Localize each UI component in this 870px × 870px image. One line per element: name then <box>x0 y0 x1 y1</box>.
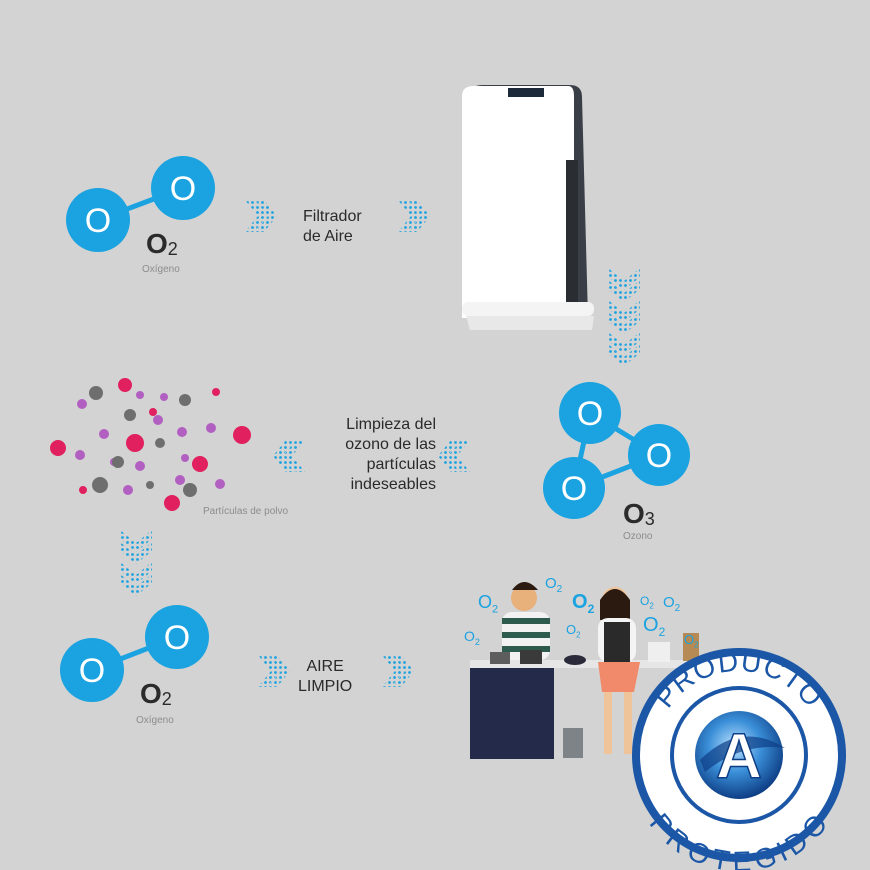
air-filter-label: Filtrador de Aire <box>303 207 362 247</box>
ozone-cleaning-label: Limpieza del ozono de las partículas ind… <box>316 415 436 495</box>
formula-subscript: 2 <box>161 689 172 709</box>
clean-air-label-line: LIMPIO <box>298 678 353 695</box>
clean-air-label-line: AIRE <box>306 658 344 675</box>
o2-formula: O2 <box>146 228 178 260</box>
ozone-caption: Ozono <box>623 531 653 542</box>
o2-formula: O2 <box>140 678 172 710</box>
ozone-label-line: partículas <box>366 456 436 473</box>
floating-o2-symbol: O2 <box>640 594 654 611</box>
molecule-letter: O <box>170 170 196 208</box>
floating-o2-symbol: O2 <box>572 591 595 616</box>
o2-molecule-icon: O O <box>66 156 215 252</box>
o3-formula: O3 <box>623 498 655 530</box>
air-filter-label-line: de Aire <box>303 228 353 245</box>
air-filter-label-line: Filtrador <box>303 208 362 225</box>
badge-letter: A <box>716 720 762 792</box>
floating-o2-symbol: O2 <box>684 632 699 650</box>
floating-o2-symbol: O2 <box>478 592 499 616</box>
ozone-label-line: Limpieza del <box>346 416 436 433</box>
dust-particles-caption: Partículas de polvo <box>203 506 289 517</box>
formula-subscript: 3 <box>644 509 655 529</box>
floating-o2-symbol: O2 <box>545 575 563 595</box>
o3-molecule-icon: O O O <box>543 382 690 519</box>
molecule-letter: O <box>164 619 190 657</box>
molecule-letter: O <box>646 437 672 475</box>
o2-molecule-icon: O O <box>60 605 209 702</box>
molecule-letter: O <box>577 395 603 433</box>
molecule-letter: O <box>561 470 587 508</box>
floating-o2-symbol: O2 <box>566 622 581 640</box>
kitchen-scene-icon <box>470 582 700 759</box>
floating-o2-symbol: O2 <box>464 628 480 647</box>
floating-o2-symbol: O2 <box>643 614 666 639</box>
dust-particles-icon <box>50 378 251 511</box>
ozone-label-line: ozono de las <box>345 436 436 453</box>
formula-symbol: O <box>146 228 168 259</box>
badge-icon: PRODUCTO PROTEGIDO A <box>632 646 846 870</box>
air-purifier-icon <box>462 85 594 330</box>
oxygen-caption: Oxígeno <box>136 715 174 726</box>
floating-o2-symbol: O2 <box>663 594 681 614</box>
chevron-arrow-icon <box>608 268 640 366</box>
clean-air-label: AIRE LIMPIO <box>298 657 352 697</box>
molecule-letter: O <box>85 202 111 240</box>
formula-symbol: O <box>623 498 645 529</box>
formula-symbol: O <box>140 678 162 709</box>
chevron-arrow-icon <box>120 530 152 596</box>
ozone-label-line: indeseables <box>350 476 436 493</box>
molecule-letter: O <box>79 652 105 690</box>
formula-subscript: 2 <box>167 239 178 259</box>
oxygen-caption: Oxígeno <box>142 264 180 275</box>
